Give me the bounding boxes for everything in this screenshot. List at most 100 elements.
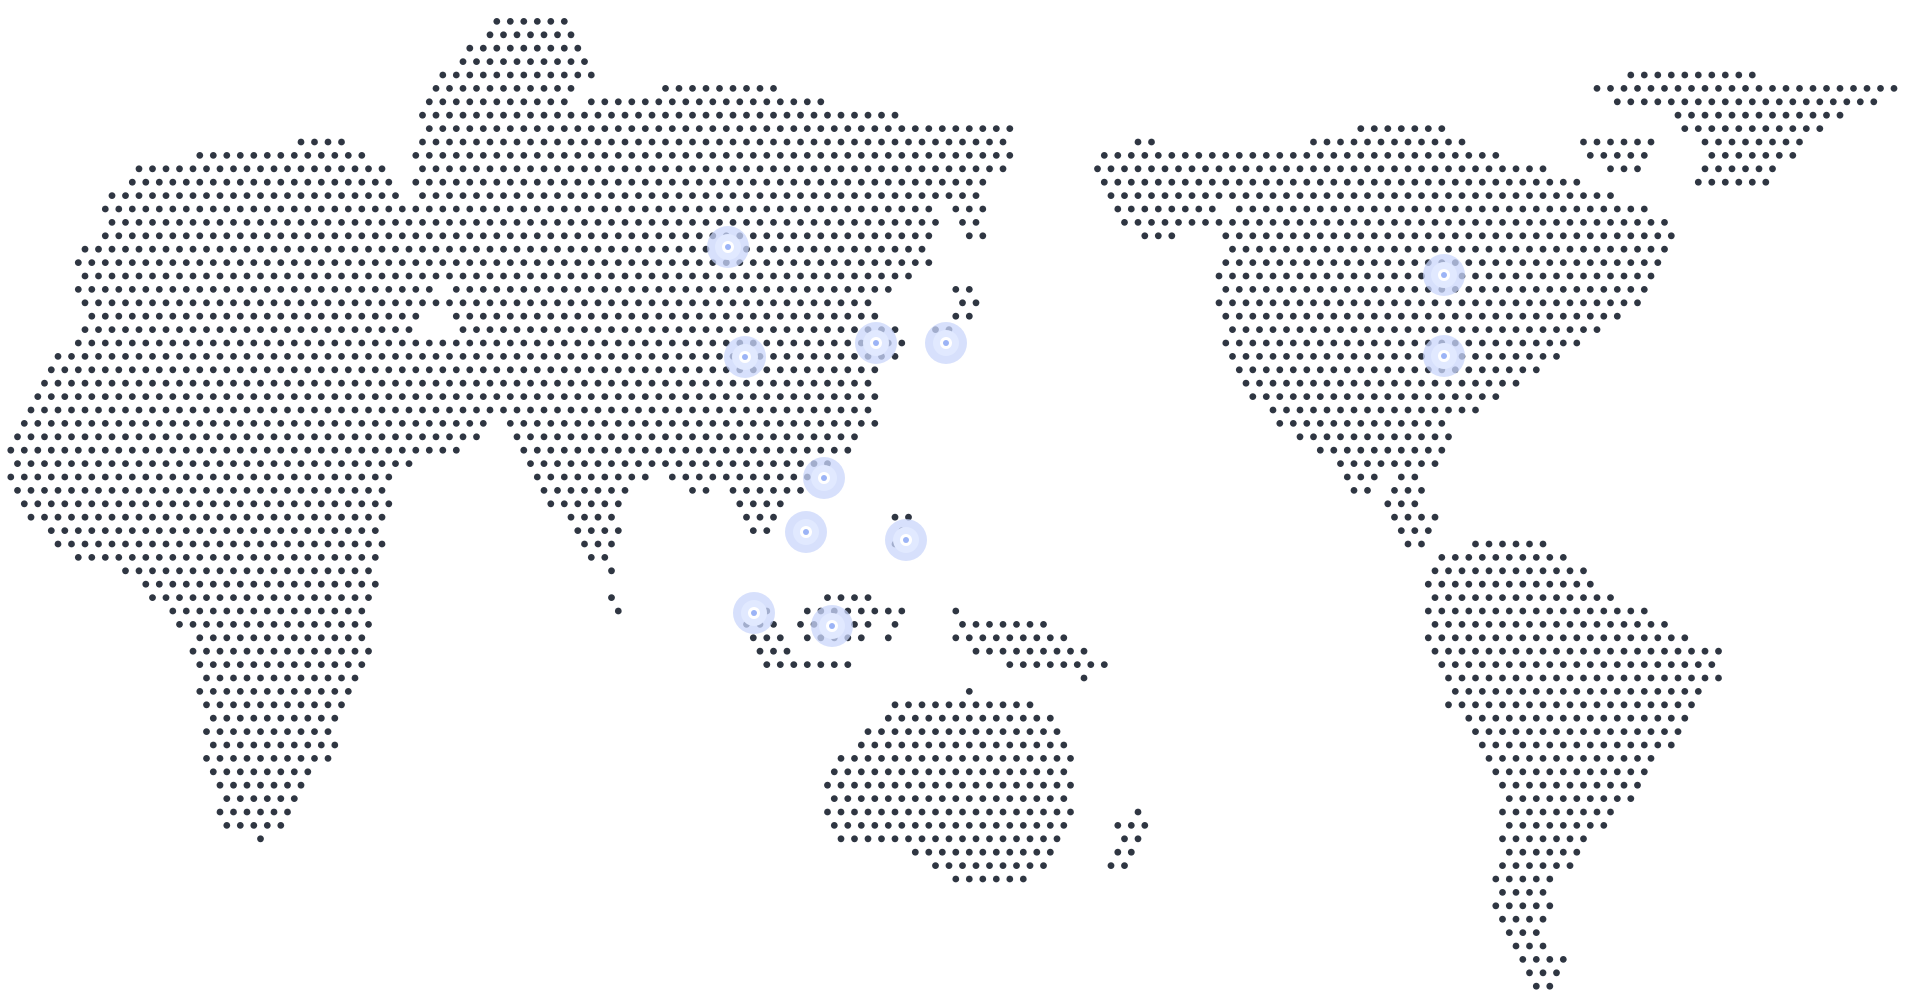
land-dot: [1539, 701, 1547, 709]
land-dot: [1634, 621, 1641, 628]
land-dot: [439, 339, 447, 347]
land-dot: [574, 286, 582, 293]
land-dot: [682, 152, 690, 159]
location-marker-java[interactable]: [811, 605, 853, 647]
land-dot: [1478, 580, 1486, 588]
location-marker-sumatra[interactable]: [733, 592, 775, 634]
land-dot: [641, 366, 649, 374]
land-dot: [196, 366, 204, 374]
land-dot: [1323, 299, 1331, 307]
land-dot: [311, 728, 318, 735]
land-dot: [932, 165, 939, 173]
location-marker-japan[interactable]: [925, 322, 967, 364]
land-dot: [432, 138, 440, 146]
land-dot: [108, 326, 116, 333]
land-dot: [783, 245, 791, 253]
land-dot: [695, 152, 703, 159]
land-dot: [1431, 567, 1439, 575]
location-marker-south-china-sea[interactable]: [803, 457, 845, 499]
land-dot: [918, 245, 926, 253]
land-dot: [810, 165, 818, 173]
land-dot: [1580, 272, 1587, 280]
land-dot: [284, 299, 291, 307]
land-dot: [209, 607, 217, 615]
land-dot: [506, 420, 514, 427]
land-dot: [736, 286, 744, 293]
land-dot: [614, 607, 622, 615]
land-dot: [331, 527, 339, 534]
location-marker-north-america-south[interactable]: [1423, 335, 1465, 377]
land-dot: [844, 393, 852, 400]
land-dot: [452, 446, 460, 454]
location-marker-north-america-east[interactable]: [1423, 254, 1465, 296]
land-dot: [128, 527, 136, 534]
land-dot: [1465, 152, 1473, 159]
land-dot: [1593, 245, 1601, 253]
land-dot: [331, 393, 339, 400]
land-dot: [1222, 152, 1230, 159]
land-dot: [270, 353, 278, 360]
land-dot: [1674, 647, 1682, 655]
land-dot: [1546, 875, 1554, 883]
land-dot: [540, 111, 548, 119]
land-dot: [446, 353, 453, 360]
land-dot: [500, 31, 507, 39]
land-dot: [115, 500, 123, 508]
land-dot: [493, 178, 501, 186]
land-dot: [567, 513, 575, 521]
land-dot: [1161, 165, 1169, 173]
land-dot: [101, 366, 109, 374]
land-dot: [533, 44, 541, 52]
location-marker-korea[interactable]: [855, 322, 897, 364]
land-dot: [189, 647, 197, 655]
land-dot: [1762, 125, 1770, 132]
land-dot: [284, 353, 291, 360]
land-dot: [446, 219, 453, 226]
land-dot: [1026, 621, 1034, 628]
land-dot: [1046, 661, 1054, 668]
land-dot: [1505, 634, 1513, 642]
land-dot: [979, 178, 987, 186]
land-dot: [115, 393, 123, 400]
land-dot: [324, 647, 332, 655]
land-dot: [540, 272, 548, 280]
land-dot: [776, 366, 784, 374]
land-dot: [1141, 232, 1149, 240]
land-dot: [1465, 339, 1473, 347]
land-dot: [74, 554, 82, 561]
land-dot: [1404, 513, 1412, 521]
land-dot: [1640, 634, 1648, 642]
location-marker-philippines[interactable]: [885, 519, 927, 561]
land-dot: [716, 379, 723, 387]
land-dot: [493, 339, 501, 347]
land-dot: [756, 326, 764, 333]
land-dot: [1586, 741, 1594, 749]
land-dot: [803, 366, 811, 374]
land-dot: [385, 446, 393, 454]
location-marker-vietnam[interactable]: [785, 511, 827, 553]
land-dot: [243, 701, 251, 709]
land-dot: [1735, 98, 1743, 106]
land-dot: [608, 111, 615, 119]
land-dot: [1431, 406, 1439, 414]
land-dot: [1310, 272, 1317, 280]
land-dot: [419, 379, 426, 387]
land-dot: [871, 125, 879, 132]
land-dot: [209, 205, 217, 213]
land-dot: [1127, 848, 1135, 856]
location-marker-central-china[interactable]: [724, 336, 766, 378]
land-dot: [61, 366, 69, 374]
land-dot: [122, 433, 129, 441]
land-dot: [1701, 674, 1709, 682]
land-dot: [425, 205, 433, 213]
land-dot: [635, 138, 642, 146]
land-dot: [560, 71, 568, 79]
land-dot: [776, 178, 784, 186]
land-dot: [520, 178, 528, 186]
land-dot: [1242, 379, 1250, 387]
land-dot: [790, 259, 798, 266]
land-dot: [1053, 755, 1061, 762]
land-dot: [358, 205, 366, 213]
land-dot: [1620, 621, 1628, 628]
location-marker-north-china[interactable]: [707, 226, 749, 268]
